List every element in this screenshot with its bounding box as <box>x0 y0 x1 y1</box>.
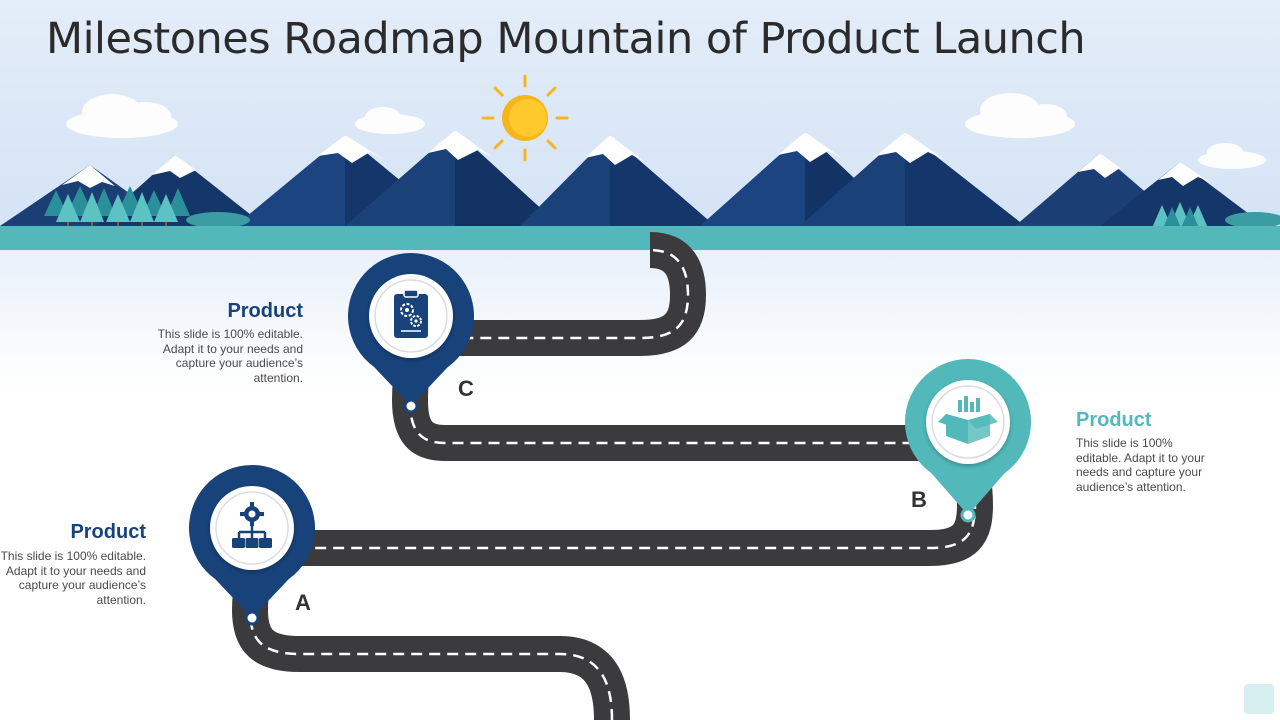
ground-strip <box>0 226 1280 250</box>
clouds <box>66 93 1266 169</box>
milestone-a-heading: Product <box>70 521 146 543</box>
milestone-b-heading: Product <box>1076 409 1152 431</box>
pin-anchor <box>403 398 419 414</box>
clipboard-gears-icon <box>394 289 428 338</box>
trees-left <box>44 186 250 228</box>
gear-hierarchy-icon <box>232 502 272 548</box>
page-title: Milestones Roadmap Mountain of Product L… <box>46 14 1086 64</box>
milestone-c-heading: Product <box>227 300 303 322</box>
milestone-a-text: This slide is 100% editable. Adapt it to… <box>0 549 146 607</box>
pin-anchor <box>244 610 260 626</box>
sun <box>481 74 569 162</box>
milestone-a-letter: A <box>295 590 311 615</box>
pin-anchor <box>960 507 976 523</box>
corner-button[interactable] <box>1244 684 1274 714</box>
trees-right <box>1152 202 1280 228</box>
milestone-c-text: This slide is 100% editable. Adapt it to… <box>157 327 303 385</box>
milestone-b-letter: B <box>911 487 927 512</box>
open-box-icon <box>938 396 998 444</box>
milestone-pin-a <box>189 465 316 626</box>
milestone-pin-c <box>348 253 475 414</box>
milestone-pin-b <box>905 359 1031 523</box>
milestone-b-text: This slide is 100% editable. Adapt it to… <box>1076 436 1205 494</box>
milestone-c-letter: C <box>458 376 474 401</box>
